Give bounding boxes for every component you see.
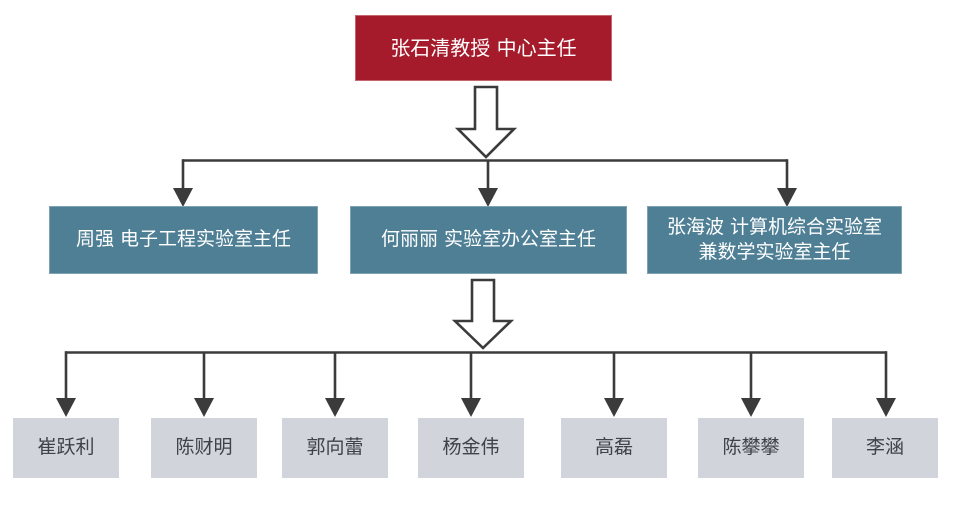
arrowheads-level3: [56, 398, 896, 417]
org-node-director: 张石清教授 中心主任: [355, 15, 612, 81]
org-node-staff: 陈攀攀: [698, 418, 804, 478]
block-arrow-down-icon: [454, 85, 518, 159]
connector-level1-level2: [181, 159, 789, 190]
org-node-staff: 崔跃利: [13, 418, 119, 478]
connector-level2-level3: [64, 351, 888, 400]
org-node-staff: 郭向蕾: [282, 418, 388, 478]
org-node-staff: 高磊: [561, 418, 667, 478]
org-node-staff: 李涵: [832, 418, 938, 478]
org-node-staff: 杨金伟: [418, 418, 524, 478]
org-node-staff: 陈财明: [151, 418, 257, 478]
block-arrow-down-icon: [451, 278, 515, 350]
org-node-manager-computer-math-lab: 张海波 计算机综合实验室兼数学实验室主任: [647, 206, 902, 274]
org-node-manager-electronics-lab: 周强 电子工程实验室主任: [49, 206, 318, 274]
org-node-manager-lab-office: 何丽丽 实验室办公室主任: [350, 206, 627, 274]
arrowheads-level2: [173, 188, 797, 207]
